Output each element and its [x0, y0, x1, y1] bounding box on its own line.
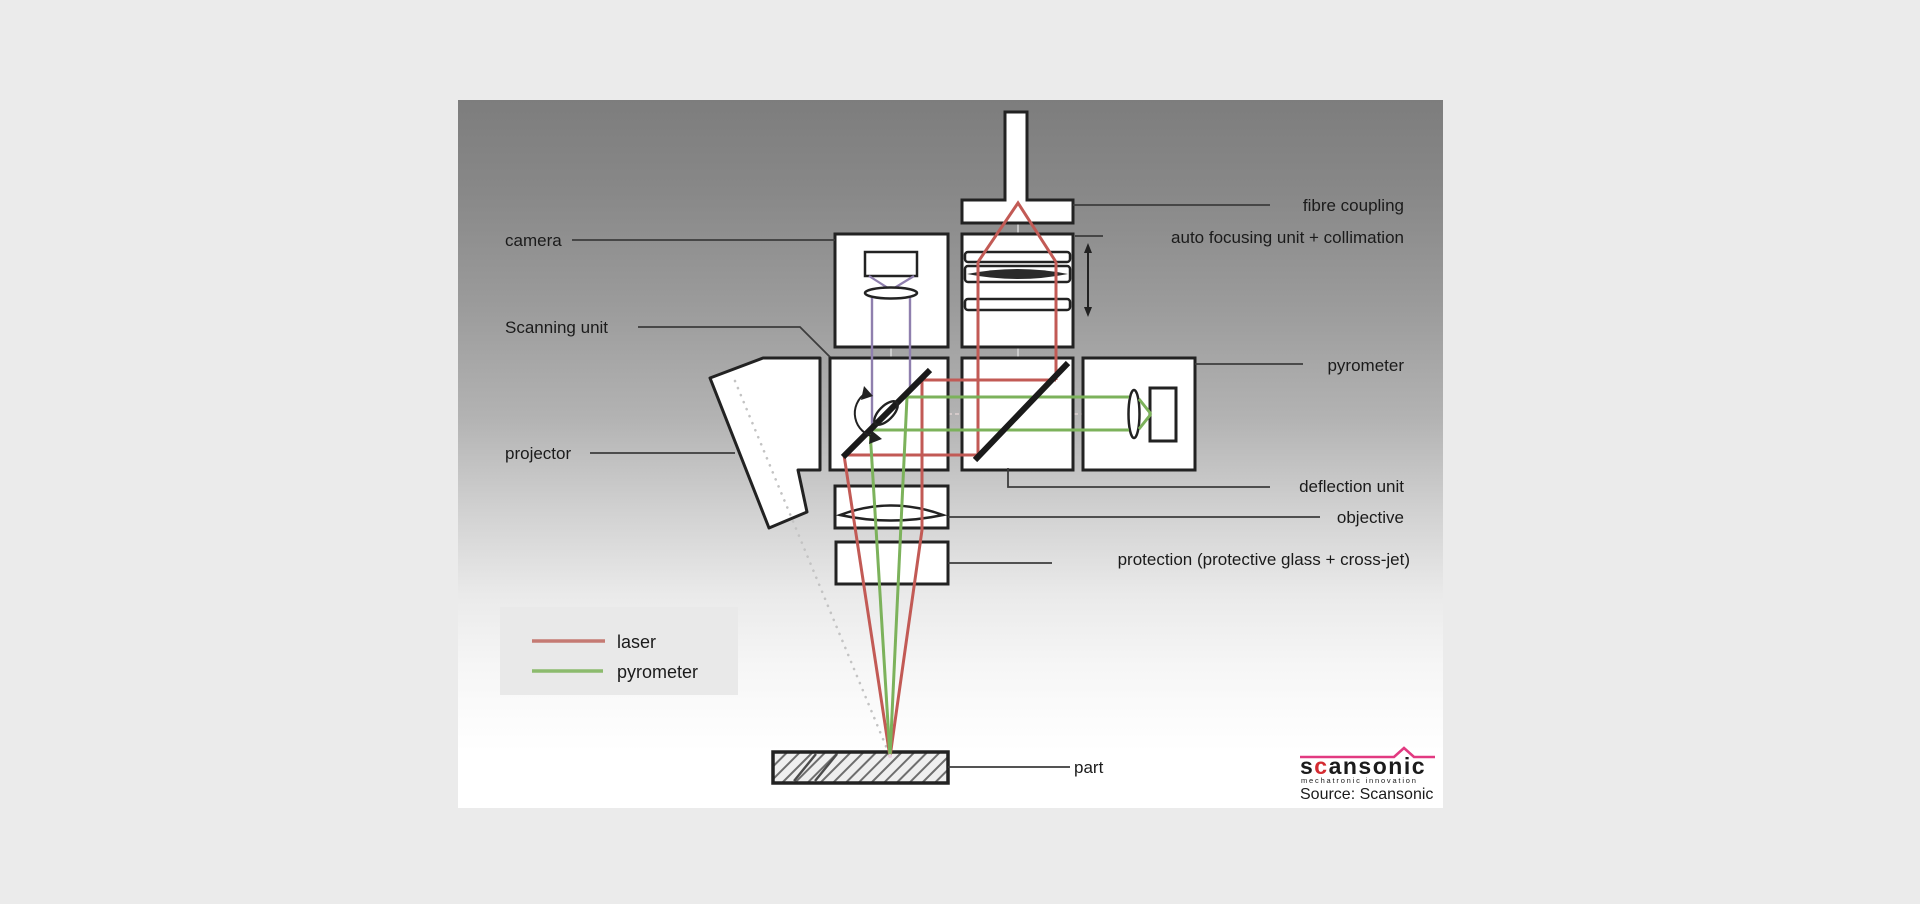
label-projector: projector — [505, 444, 571, 463]
label-protection: protection (protective glass + cross-jet… — [1118, 550, 1410, 569]
part-workpiece — [771, 750, 950, 785]
camera-sensor — [863, 250, 919, 278]
source-credit: Source: Scansonic — [1300, 786, 1433, 803]
pyrometer-lens — [1127, 388, 1141, 440]
projector-projection-dotted-line — [733, 379, 892, 758]
deflection-mirror — [972, 360, 1071, 463]
logo-wordmark-rest: ansonic — [1329, 753, 1426, 779]
pyrometer-detector — [1148, 386, 1178, 443]
laser-beam — [842, 200, 1058, 758]
optical-head-schematic: camera Scanning unit projector fibre cou… — [500, 110, 1435, 803]
label-auto-focusing: auto focusing unit + collimation — [1171, 228, 1404, 247]
legend-pyrometer-label: pyrometer — [617, 662, 698, 682]
logo-pink-line — [1300, 746, 1435, 759]
objective-lens — [835, 504, 948, 522]
mirrors — [840, 360, 1071, 463]
pyrometer-beam — [868, 395, 1153, 758]
scanner-pivot — [853, 386, 899, 444]
auto-focus-lens-stack — [963, 250, 1072, 312]
logo-wordmark-s: s — [1300, 753, 1314, 779]
camera-internals — [863, 250, 919, 300]
label-camera: camera — [505, 231, 562, 250]
rotation-arc — [853, 392, 876, 438]
legend: laser pyrometer — [500, 607, 738, 695]
scansonic-logo: scansonic mechatronic innovation Source:… — [1300, 746, 1435, 803]
logo-tagline: mechatronic innovation — [1301, 776, 1418, 785]
labels: camera Scanning unit projector fibre cou… — [505, 196, 1410, 777]
logo-wordmark: scansonic — [1300, 753, 1426, 779]
camera-beam — [870, 298, 912, 428]
focus-travel-arrow — [1084, 243, 1092, 317]
label-part: part — [1074, 758, 1104, 777]
pyrometer-internals — [1127, 386, 1178, 443]
projector-body — [708, 356, 822, 530]
protection-box — [834, 540, 950, 586]
projector-unit — [708, 356, 892, 758]
label-scanning-unit: Scanning unit — [505, 318, 608, 337]
diagram-panel: camera Scanning unit projector fibre cou… — [458, 100, 1443, 808]
legend-laser-label: laser — [617, 632, 656, 652]
camera-lens — [863, 286, 919, 300]
label-fibre-coupling: fibre coupling — [1303, 196, 1404, 215]
scanning-mirror — [840, 367, 933, 460]
legend-box — [500, 607, 738, 695]
leader-lines — [572, 204, 1320, 768]
label-pyrometer: pyrometer — [1327, 356, 1404, 375]
fibre-coupling-body — [960, 110, 1075, 225]
logo-wordmark-c: c — [1314, 753, 1328, 779]
label-deflection-unit: deflection unit — [1299, 477, 1404, 496]
focus-point — [888, 754, 892, 758]
label-objective: objective — [1337, 508, 1404, 527]
